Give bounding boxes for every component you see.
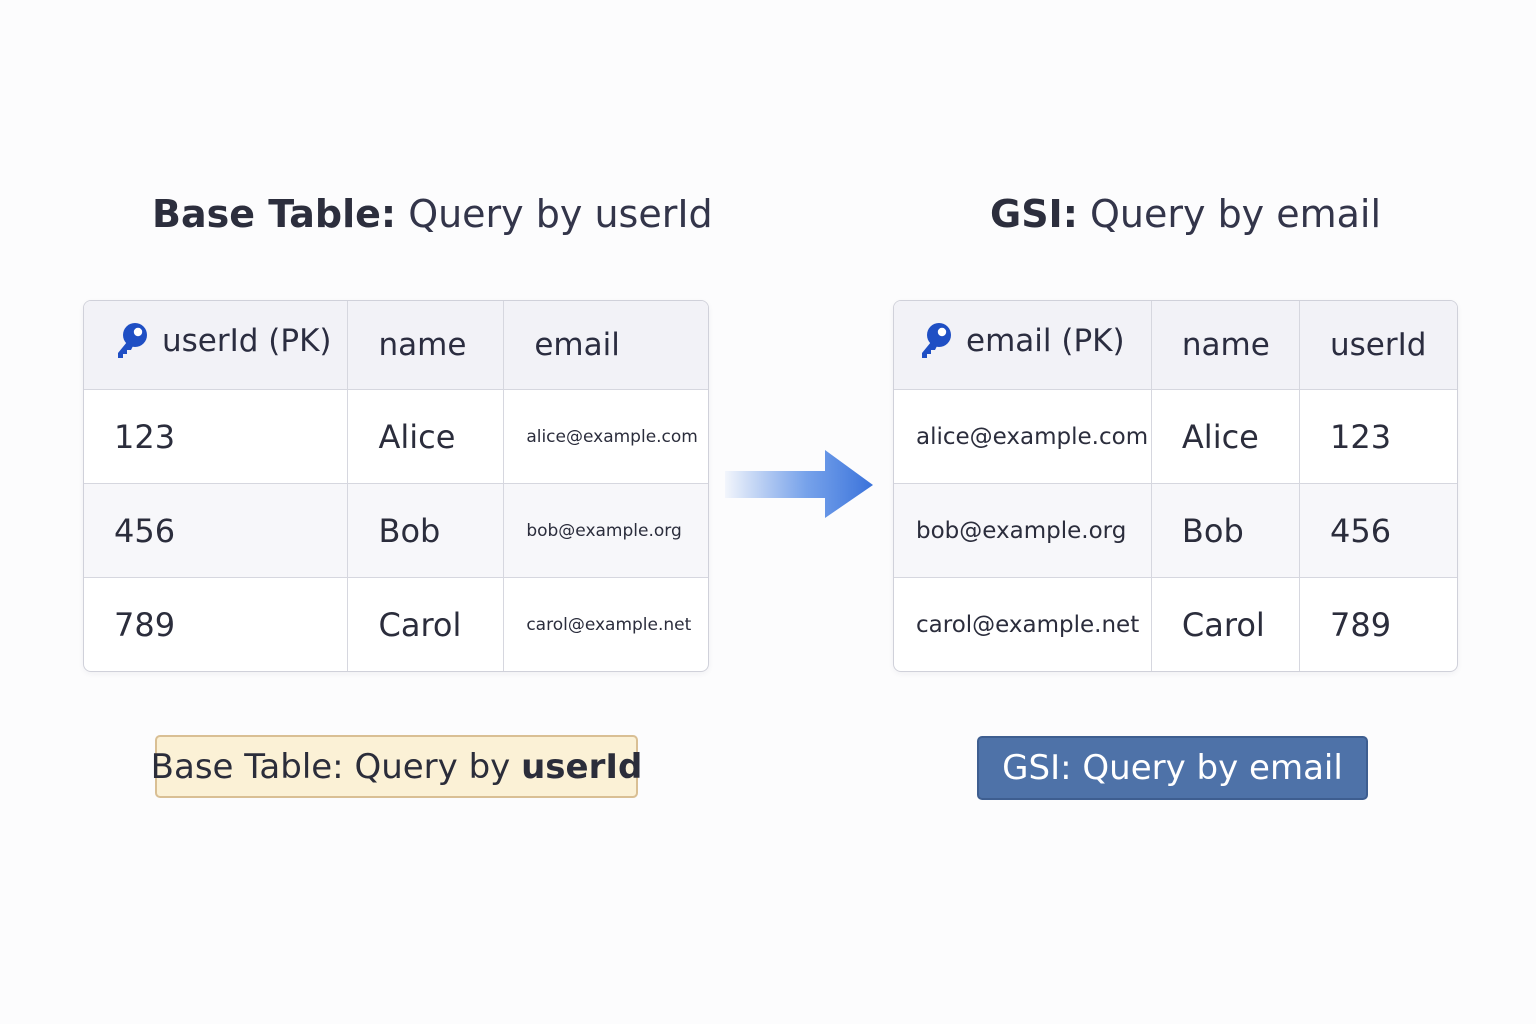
gsi-table-header-name: name xyxy=(1151,301,1300,390)
gsi-table-header-pk: email (PK) xyxy=(894,301,1152,390)
base-table-badge: Base Table: Query by userId xyxy=(151,735,642,798)
gsi-table-cell-userid: 123 xyxy=(1299,390,1457,484)
gsi-table-cell-email: alice@example.com xyxy=(894,390,1152,484)
base-table-header-pk-label: userId (PK) xyxy=(162,323,332,359)
gsi-table: email (PK) name userId alice@example.com… xyxy=(893,300,1458,672)
table-row: alice@example.com Alice 123 xyxy=(894,390,1457,484)
base-table-header-email: email xyxy=(504,301,708,390)
base-table-badge-bold: userId xyxy=(521,746,643,787)
base-table-cell-name: Bob xyxy=(348,484,505,578)
gsi-table-header-userid: userId xyxy=(1299,301,1457,390)
base-table-title-bold: Base Table: xyxy=(152,192,397,236)
table-row: 123 Alice alice@example.com xyxy=(84,390,708,484)
table-row: 456 Bob bob@example.org xyxy=(84,484,708,578)
base-table-cell-userid: 456 xyxy=(84,484,349,578)
gsi-table-cell-email: bob@example.org xyxy=(894,484,1152,578)
table-row: 789 Carol carol@example.net xyxy=(84,578,708,671)
gsi-table-cell-name: Alice xyxy=(1151,390,1300,484)
base-table-badge-prefix: Base Table: Query by xyxy=(150,746,511,787)
gsi-table-header-row: email (PK) name userId xyxy=(894,301,1457,390)
base-table-cell-userid: 123 xyxy=(84,390,349,484)
base-table: userId (PK) name email 123 Alice alice@e… xyxy=(83,300,709,672)
gsi-table-cell-email: carol@example.net xyxy=(894,578,1152,671)
key-icon xyxy=(118,323,147,358)
gsi-table-cell-name: Bob xyxy=(1151,484,1300,578)
base-table-title: Base Table: Query by userId xyxy=(152,192,713,236)
gsi-title-bold: GSI: xyxy=(990,192,1078,236)
base-table-header-pk: userId (PK) xyxy=(84,301,349,390)
gsi-table-cell-name: Carol xyxy=(1152,578,1300,671)
gsi-badge: GSI: Query by email xyxy=(977,736,1368,800)
base-table-cell-userid: 789 xyxy=(84,578,349,671)
base-table-cell-email: carol@example.net xyxy=(526,614,692,635)
base-table-header-row: userId (PK) name email xyxy=(84,301,708,390)
gsi-table-cell-userid: 456 xyxy=(1299,484,1457,578)
gsi-table-header-pk-label: email (PK) xyxy=(966,323,1125,359)
base-table-cell-email: bob@example.org xyxy=(504,484,708,578)
base-table-cell-name: Carol xyxy=(348,578,505,671)
table-row: bob@example.org Bob 456 xyxy=(894,484,1457,578)
base-table-title-rest: Query by userId xyxy=(408,192,713,236)
base-table-header-name: name xyxy=(348,301,505,390)
gsi-title: GSI: Query by email xyxy=(990,192,1381,236)
table-row: carol@example.net Carol 789 xyxy=(894,578,1457,671)
key-icon xyxy=(922,323,951,358)
gsi-title-rest: Query by email xyxy=(1090,192,1382,236)
gsi-table-cell-userid: 789 xyxy=(1329,605,1392,644)
base-table-cell-name: Alice xyxy=(348,390,505,484)
base-table-cell-email: alice@example.com xyxy=(504,390,708,484)
arrow-right-icon xyxy=(725,450,873,518)
